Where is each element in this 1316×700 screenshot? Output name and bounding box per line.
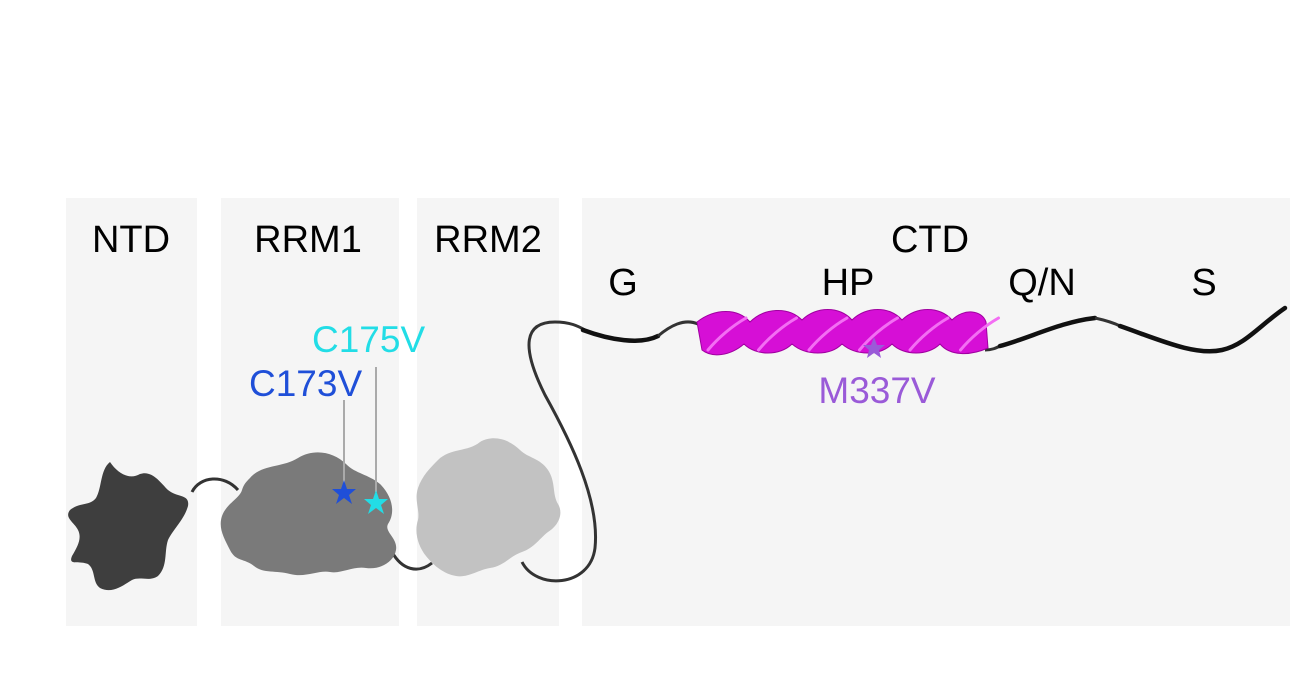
c173v-star-icon <box>332 480 356 504</box>
helix-turn-highlight <box>858 316 899 352</box>
hp-helix <box>696 309 1000 356</box>
rrm1-domain-shape <box>220 452 397 576</box>
ntd-label: NTD <box>92 219 170 261</box>
rrm2-domain-shape <box>416 438 561 577</box>
s-region-label: S <box>1191 262 1216 304</box>
rrm1-label: RRM1 <box>254 219 362 261</box>
rrm2-label: RRM2 <box>434 219 542 261</box>
qn-region-label: Q/N <box>1008 262 1076 304</box>
hp-region-label: HP <box>822 262 875 304</box>
ntd-rrm1-linker <box>190 477 240 493</box>
ntd-domain-shape <box>68 462 189 591</box>
helix-turn-highlight <box>757 316 798 352</box>
m337v-star-icon <box>863 337 885 358</box>
qn-region-segment <box>997 315 1098 349</box>
ctd-panel <box>582 198 1290 626</box>
c175v-label: C175V <box>312 319 425 360</box>
g-region-label: G <box>608 262 638 304</box>
c175v-star-icon <box>364 490 388 514</box>
c173v-label: C173V <box>249 363 362 404</box>
g-region-segment <box>580 327 661 343</box>
rrm2-ctd-linker <box>520 320 598 583</box>
rrm1-rrm2-linker <box>390 551 433 571</box>
ctd-label: CTD <box>891 219 969 261</box>
helix-turn-highlight <box>908 316 950 352</box>
helix-turn-highlight <box>706 316 748 352</box>
s-region-segment <box>1117 305 1288 354</box>
m337v-label: M337V <box>818 370 936 411</box>
helix-turns <box>706 316 1000 352</box>
helix-turn-highlight <box>959 316 1000 352</box>
helix-turn-highlight <box>807 316 849 352</box>
g-hp-linker <box>657 320 699 338</box>
